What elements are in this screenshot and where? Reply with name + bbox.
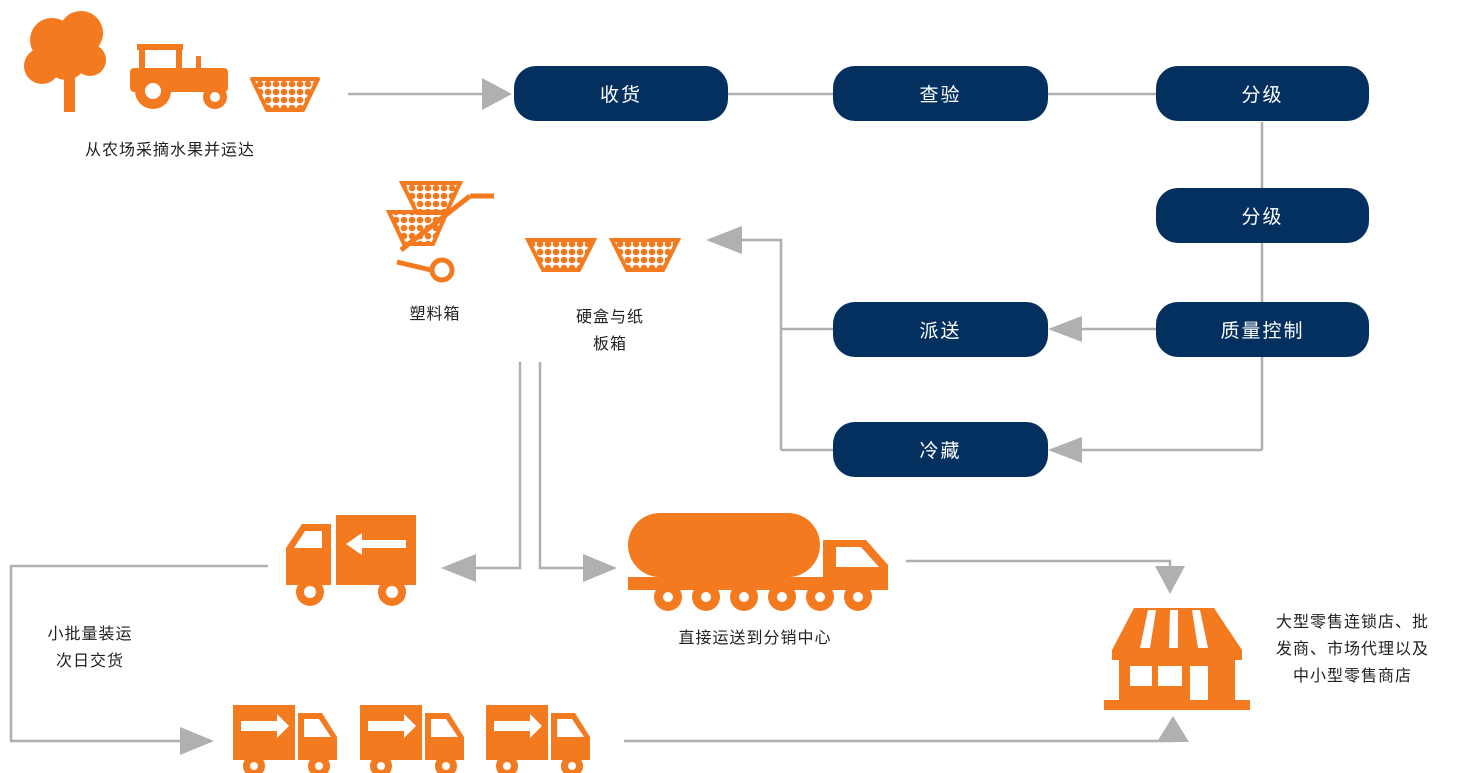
arrowheads [180, 78, 1189, 755]
step-quality-control: 质量控制 [1156, 302, 1369, 357]
direct-delivery-label: 直接运送到分销中心 [678, 628, 832, 647]
delivery-truck-icon [486, 705, 590, 773]
delivery-truck-icon [286, 515, 416, 606]
retail-label-line2: 发商、市场代理以及 [1275, 639, 1429, 658]
store-icon [1104, 608, 1250, 710]
fruit-basket-icon [250, 77, 320, 112]
step-dispatch: 派送 [833, 302, 1048, 357]
fruit-basket-icon [524, 238, 598, 272]
delivery-truck-icon [233, 705, 337, 773]
retail-label-line1: 大型零售连锁店、批 [1275, 612, 1429, 631]
connectors [9, 92, 1264, 743]
tanker-truck-icon [628, 513, 888, 611]
step-receiving: 收货 [514, 66, 728, 121]
delivery-truck-icon [360, 705, 464, 773]
fruit-cart-icon [385, 181, 494, 283]
plastic-crate-label: 塑料箱 [409, 304, 461, 323]
tree-icon [24, 11, 106, 112]
retail-label-line3: 中小型零售商店 [1292, 666, 1412, 685]
small-batch-label-line1: 小批量装运 [47, 624, 133, 643]
step-inspection: 查验 [833, 66, 1048, 121]
carton-label: 硬盒与纸 板箱 [540, 303, 680, 357]
small-batch-label: 小批量装运 次日交货 [20, 620, 160, 674]
step-grading-second: 分级 [1156, 188, 1369, 243]
fruit-basket-icon [608, 238, 682, 272]
step-cold-storage: 冷藏 [833, 422, 1048, 477]
farm-label: 从农场采摘水果并运达 [84, 140, 255, 159]
small-batch-label-line2: 次日交货 [55, 651, 124, 670]
tractor-icon [130, 44, 228, 109]
carton-label-line1: 硬盒与纸 [575, 307, 644, 326]
retail-label: 大型零售连锁店、批 发商、市场代理以及 中小型零售商店 [1250, 608, 1455, 689]
step-grading: 分级 [1156, 66, 1369, 121]
carton-label-line2: 板箱 [592, 334, 627, 353]
